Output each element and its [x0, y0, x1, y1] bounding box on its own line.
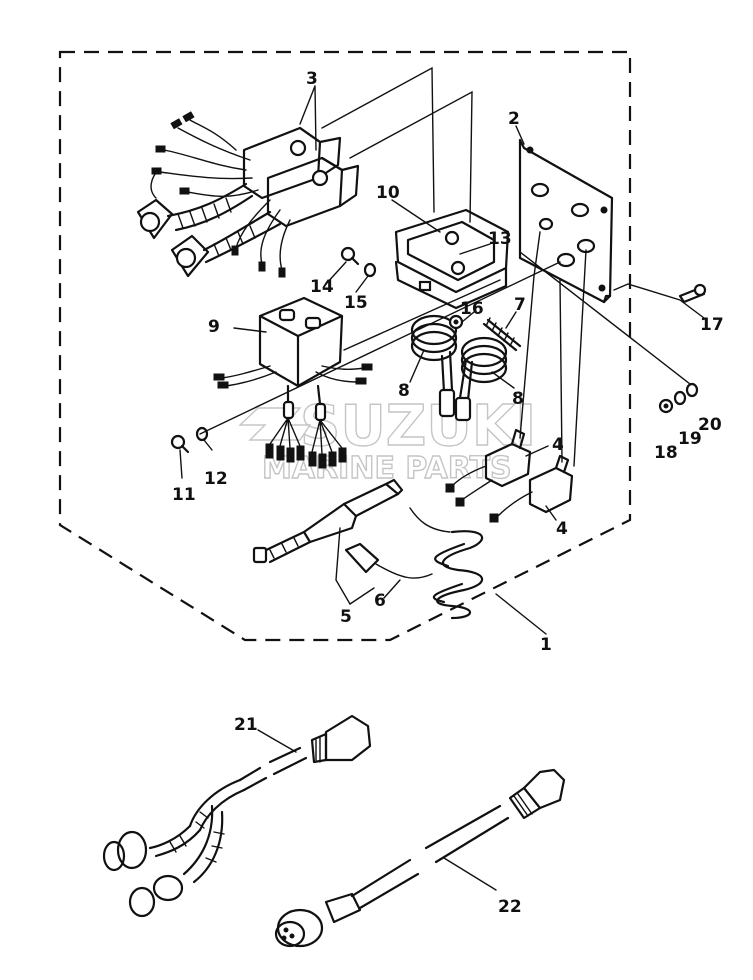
callout-6: 6: [374, 591, 386, 611]
part-4-switch-lower: [489, 454, 574, 523]
callout-8b: 8: [512, 389, 524, 409]
callout-2: 2: [508, 109, 520, 129]
part-11-screw: [170, 434, 190, 454]
callout-18: 18: [654, 443, 678, 463]
part-9-relay: [213, 296, 373, 469]
part-22-extension-cable: [274, 768, 566, 948]
callout-21: 21: [234, 715, 258, 735]
callout-13: 13: [488, 229, 512, 249]
callout-14: 14: [310, 277, 334, 297]
part-4-switch-upper: [445, 428, 532, 507]
part-7-long-screw: [482, 317, 522, 352]
callout-20: 20: [698, 415, 722, 435]
callout-9: 9: [208, 317, 220, 337]
callout-3: 3: [306, 69, 318, 89]
part-14-screw: [340, 246, 360, 266]
callout-4a: 4: [552, 435, 564, 455]
callout-7: 7: [514, 295, 526, 315]
part-19-washer: [673, 390, 687, 406]
kit-boundary: [58, 50, 632, 642]
callout-22: 22: [498, 897, 522, 917]
part-8-coil-right: [454, 336, 508, 422]
part-20-washer: [685, 382, 699, 398]
part-12-washer: [195, 426, 209, 442]
part-2-panel: [518, 138, 614, 304]
callout-15: 15: [344, 293, 368, 313]
callout-8a: 8: [398, 381, 410, 401]
part-18-nut: [658, 398, 674, 414]
part-10-bracket: [394, 208, 510, 310]
callout-16: 16: [460, 299, 484, 319]
callout-12: 12: [204, 469, 228, 489]
callout-17: 17: [700, 315, 724, 335]
callout-4b: 4: [556, 519, 568, 539]
callout-1: 1: [540, 635, 552, 655]
callout-labels: 3 2 10 13 14 15 16 7 9 8 8 17 18 19 20 1…: [172, 69, 724, 917]
callout-10: 10: [376, 183, 400, 203]
part-21-extension-harness: [102, 714, 372, 918]
part-6-lanyard: [344, 507, 484, 620]
part-15-washer: [363, 262, 377, 278]
callout-19: 19: [678, 429, 702, 449]
callout-5: 5: [340, 607, 352, 627]
part-3-main-harness: [136, 111, 360, 278]
part-5-key-switch: [252, 478, 404, 564]
part-8-coil-left: [410, 314, 458, 418]
part-17-bolt: [678, 283, 707, 304]
watermark-s-logo-icon: [238, 407, 312, 441]
callout-11: 11: [172, 485, 196, 505]
leader-lines: [179, 66, 705, 891]
